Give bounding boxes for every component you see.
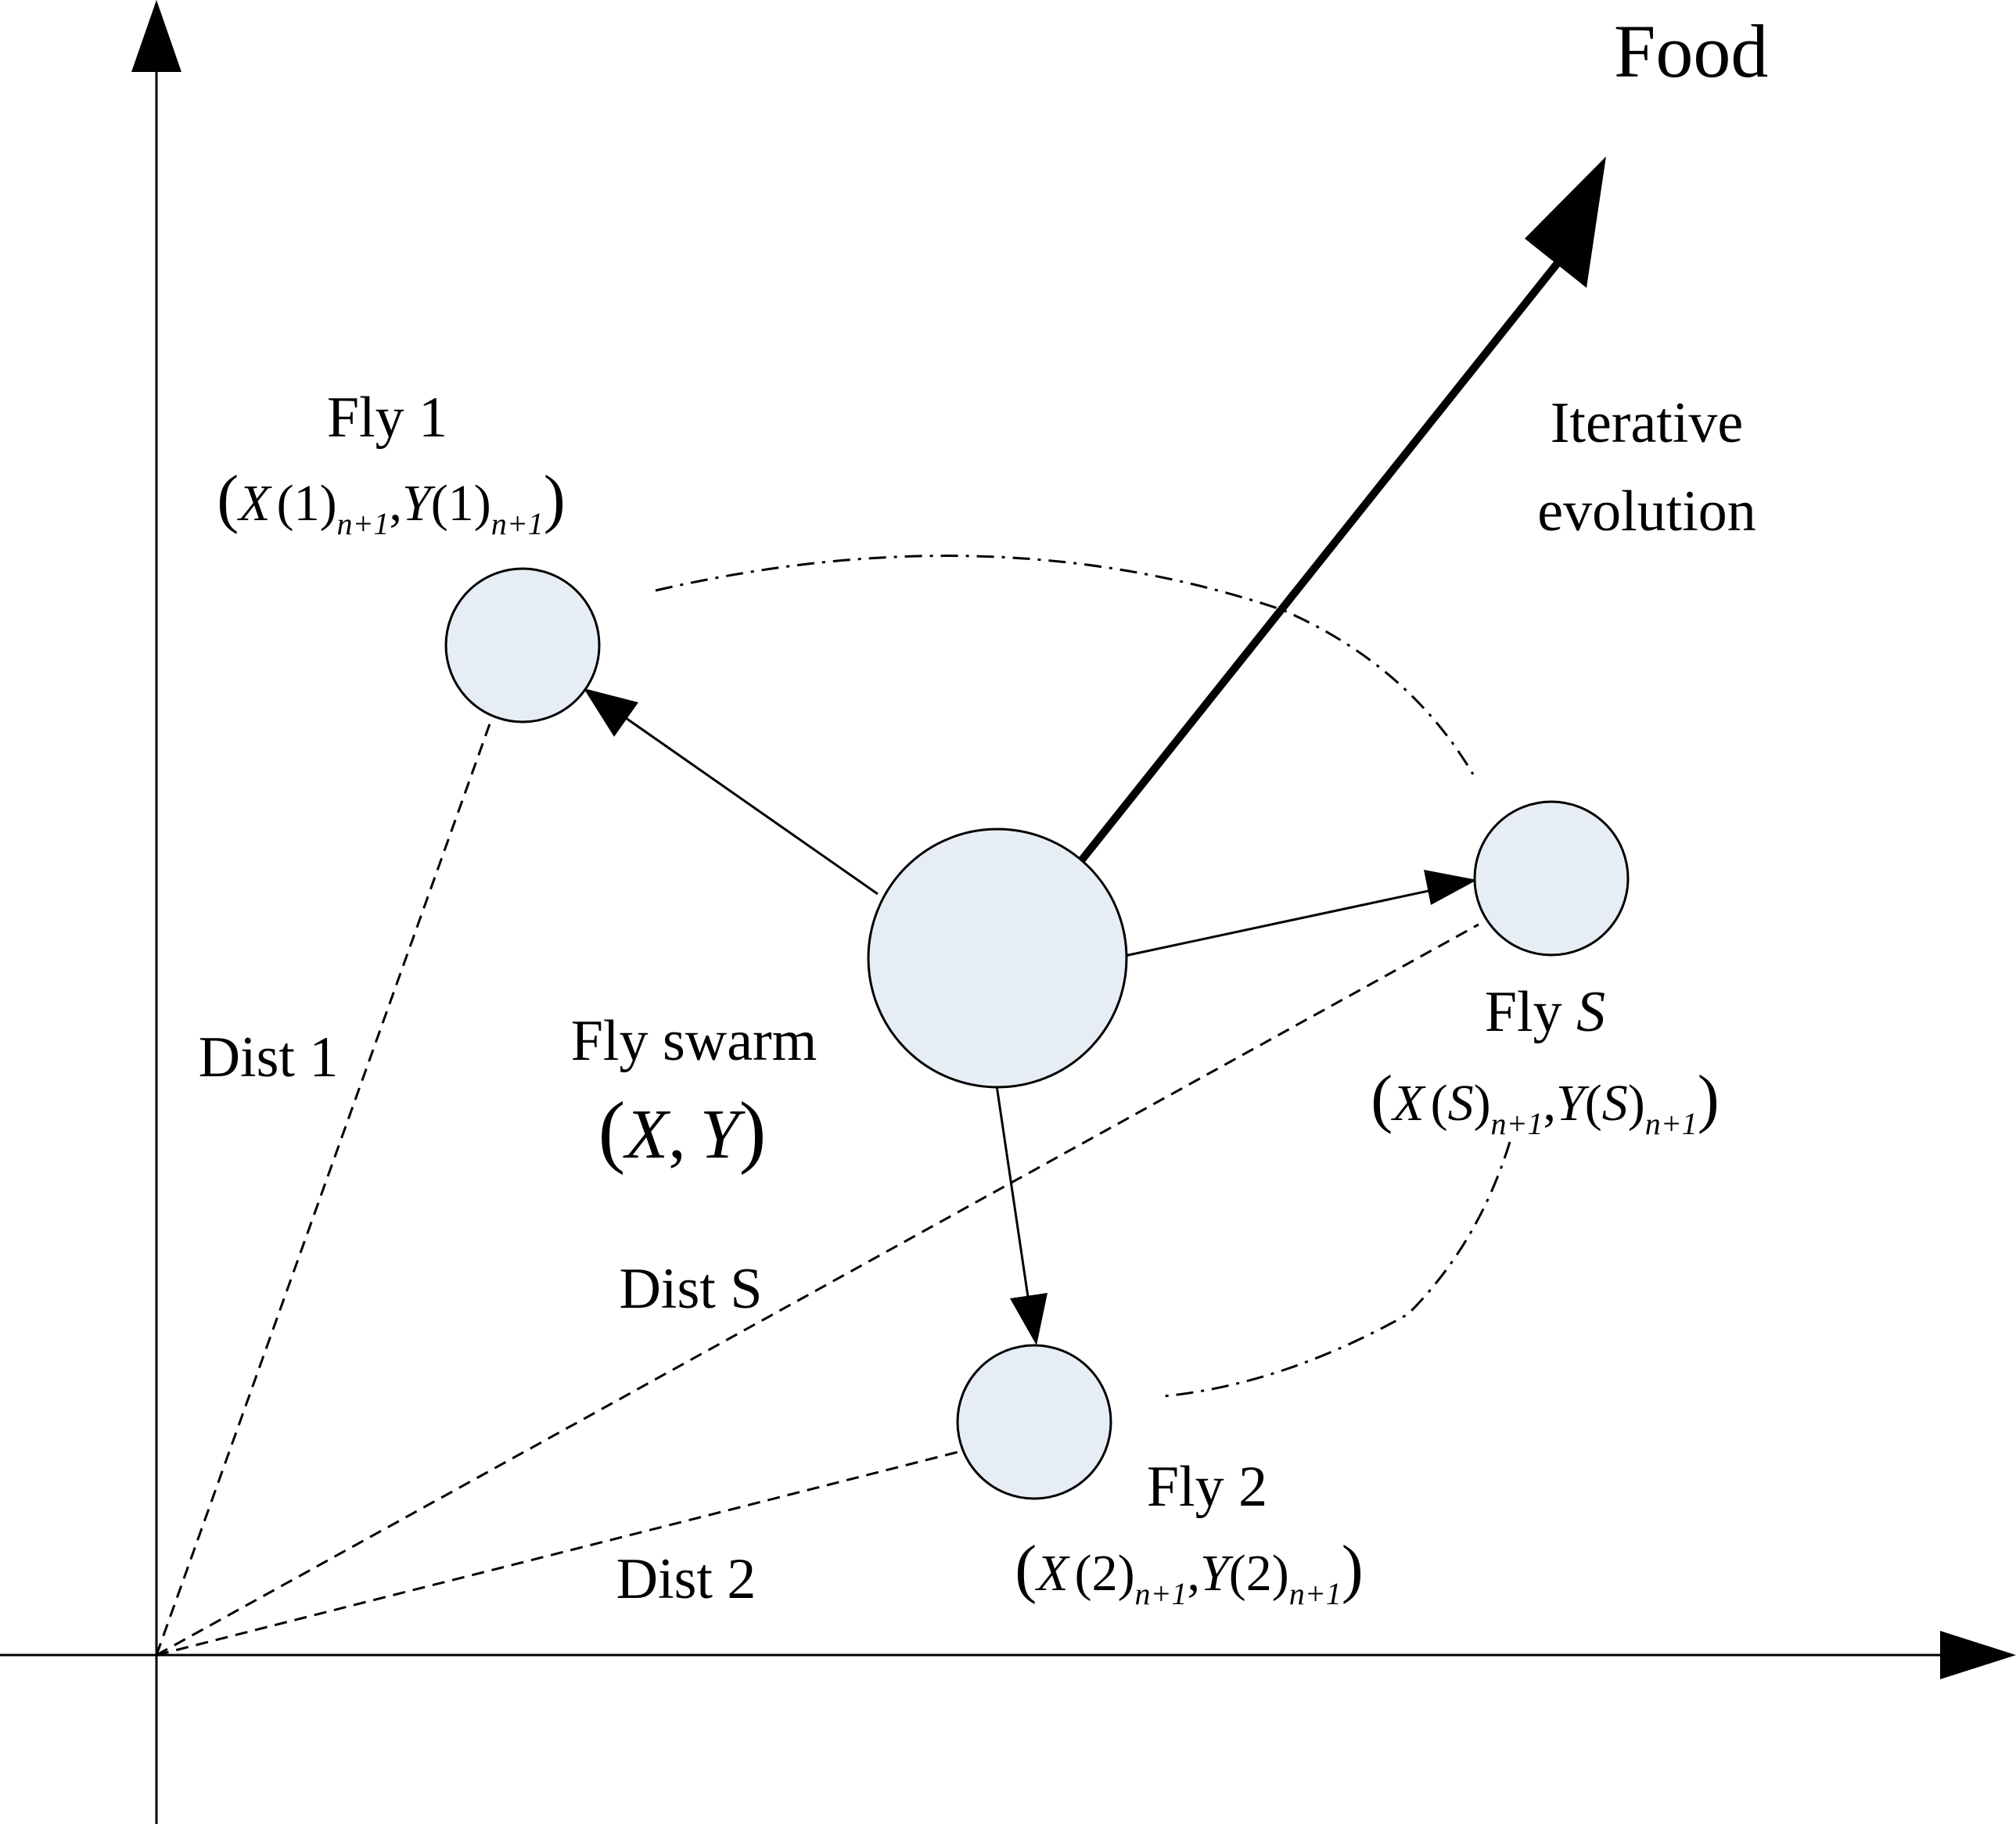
- dist-1-label: Dist 1: [199, 1025, 339, 1090]
- fly-nodes: [444, 567, 1630, 1500]
- arc-flyS-to-fly2: [1163, 1141, 1511, 1398]
- swarm-to-fly-arrows: [584, 688, 1477, 1345]
- dist-2-line: [156, 1449, 963, 1657]
- dist-2-label: Dist 2: [616, 1547, 756, 1611]
- iterative-label: Iterative: [1551, 391, 1744, 455]
- fly-1-label: Fly 1: [327, 386, 447, 450]
- dist-s-line: [156, 923, 1479, 1657]
- arrow-to-flyS: [1124, 887, 1440, 957]
- food-label: Food: [1614, 9, 1768, 93]
- fly-2-label: Fly 2: [1147, 1455, 1267, 1519]
- fly-s-node: [1473, 800, 1630, 957]
- fly-1-node: [444, 567, 601, 723]
- coordinates: (X,Y) (X(1)n+1,Y(1)n+1) (X(S)n+1,Y(S)n+1…: [217, 462, 1719, 1611]
- fly-swarm-coordinates: (X,Y): [598, 1086, 767, 1176]
- x-axis-arrowhead: [1940, 1631, 2016, 1679]
- dist-1-line: [155, 719, 493, 1656]
- fly-s-label: Fly S: [1485, 980, 1605, 1044]
- fly-2-coordinates: (X(2)n+1,Y(2)n+1): [1015, 1532, 1363, 1611]
- dash-dot-curves: [655, 555, 1511, 1398]
- arrow-to-fly2: [995, 1085, 1030, 1298]
- fly-swarm-node: [867, 828, 1128, 1089]
- fly-1-coordinates: (X(1)n+1,Y(1)n+1): [217, 462, 565, 541]
- fly-s-coordinates: (X(S)n+1,Y(S)n+1): [1371, 1062, 1719, 1141]
- fly-2-node: [956, 1344, 1112, 1500]
- food-arrowhead: [1525, 156, 1606, 288]
- fly-swarm-label: Fly swarm: [571, 1009, 818, 1073]
- labels: Food Iterative evolution Fly 1 Fly 2 Fly…: [199, 9, 1769, 1611]
- arc-fly1-to-flyS: [655, 555, 1475, 775]
- distance-lines: [155, 719, 1479, 1657]
- dist-s-label: Dist S: [619, 1257, 762, 1321]
- y-axis-arrowhead: [131, 0, 181, 72]
- iterative-evolution-arrow: [1076, 156, 1606, 866]
- evolution-label: evolution: [1537, 479, 1756, 544]
- arrow-to-fly1: [625, 716, 879, 896]
